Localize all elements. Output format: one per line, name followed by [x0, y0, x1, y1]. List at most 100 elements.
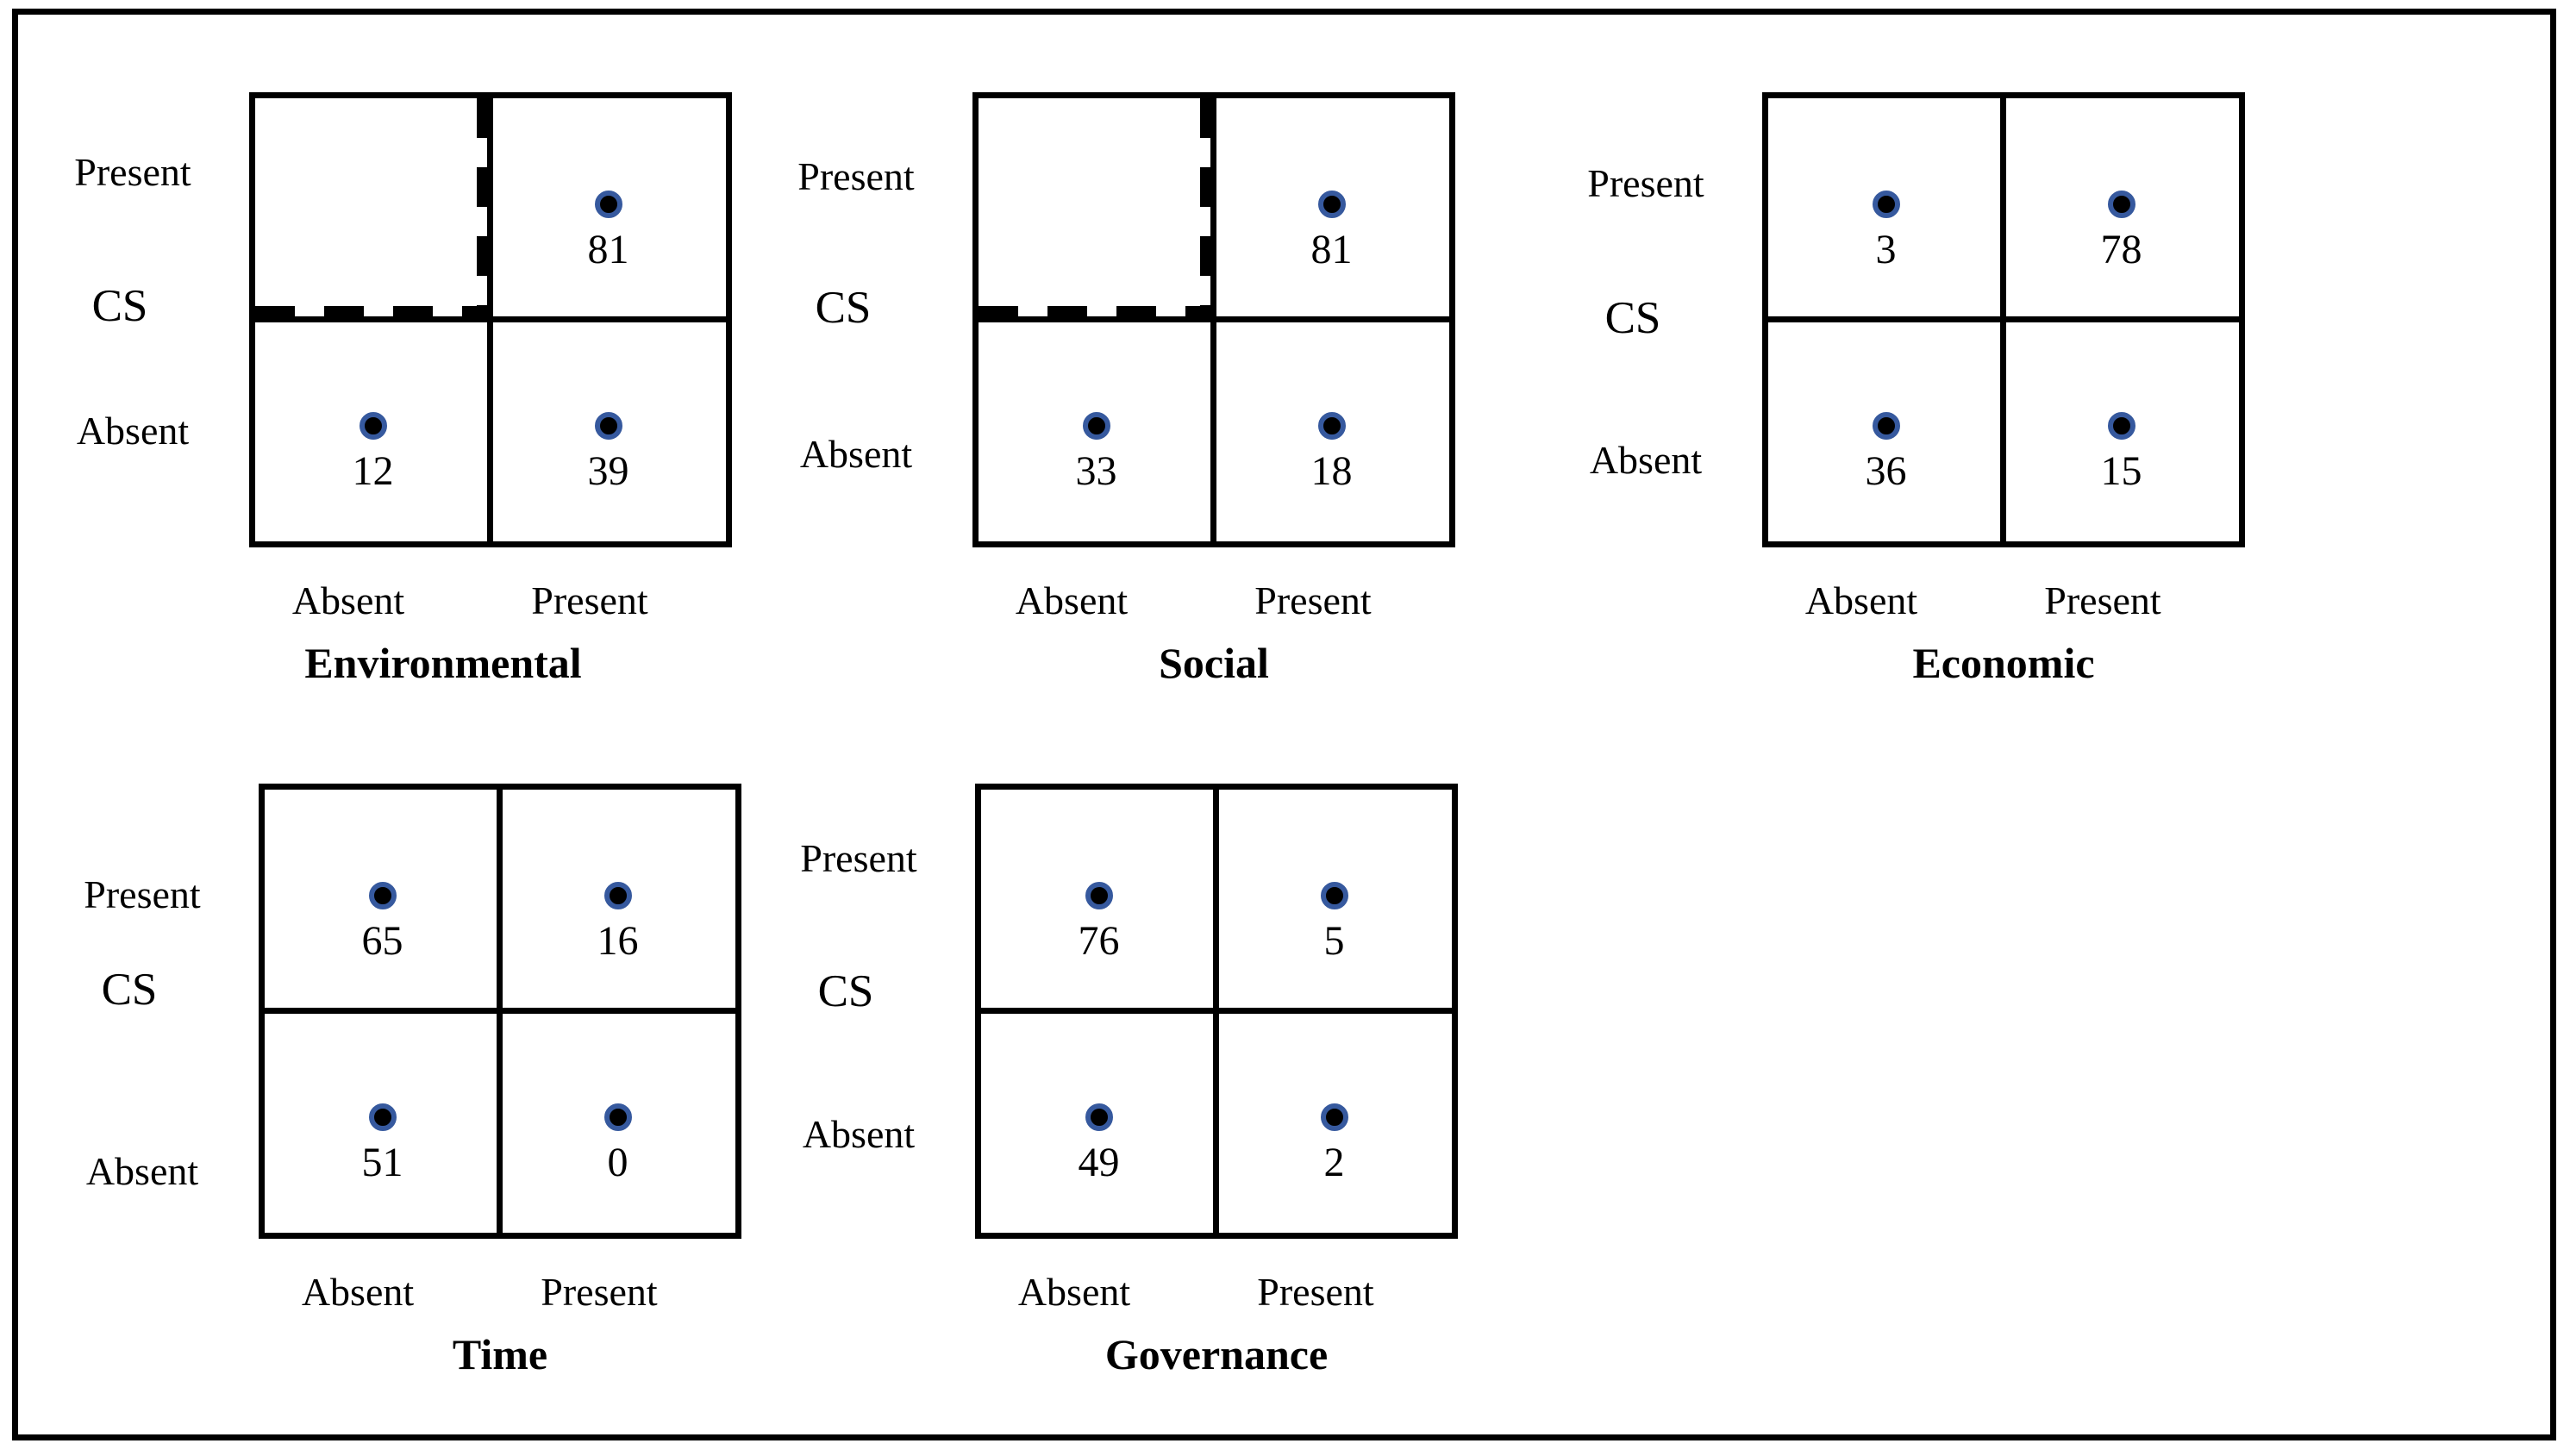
chart-governance: Present CS Absent 76 5 49: [760, 784, 1458, 1387]
quadrant-count: 65: [361, 917, 403, 964]
grid-horizontal-divider: [1768, 316, 2239, 322]
quadrant-count: 5: [1323, 917, 1345, 964]
quadrant-count: 81: [587, 226, 629, 272]
data-point-dot: [2107, 190, 2135, 218]
quadrant-count: 15: [2100, 447, 2142, 494]
grid-horizontal-divider: [265, 1008, 735, 1014]
quadrant-count: 39: [587, 447, 629, 494]
quadrant-count: 36: [1865, 447, 1907, 494]
y-tick-present: Present: [84, 872, 201, 916]
data-point-dot: [594, 411, 622, 440]
data-point-dot: [603, 881, 632, 909]
data-point-dot: [603, 1103, 632, 1131]
quadrant-top-right: 78: [2004, 98, 2239, 320]
chart-social: Present CS Absent 81 33 18: [757, 92, 1455, 696]
data-point-dot: [368, 881, 397, 909]
quadrant-bottom-left: 33: [979, 320, 1214, 541]
quadrant-count: 12: [352, 447, 394, 494]
y-axis-title: CS: [817, 966, 874, 1016]
quadrant-top-left: [255, 98, 491, 320]
quadrant-count: 18: [1310, 447, 1353, 494]
dashed-highlight-vertical: [477, 98, 487, 320]
dashed-highlight-vertical: [1200, 98, 1210, 320]
quadrant-bottom-left: 36: [1768, 320, 2004, 541]
quadrant-grid: 65 16 51 0: [259, 784, 741, 1239]
quadrant-grid: 81 12 39: [249, 92, 732, 547]
y-axis-title: CS: [101, 965, 158, 1015]
quadrant-grid: 76 5 49 2: [975, 784, 1458, 1239]
quadrant-top-right: 5: [1216, 790, 1452, 1011]
x-tick-present: Present: [1257, 1270, 1374, 1314]
x-tick-absent: Absent: [301, 1270, 415, 1314]
data-point-dot: [1085, 881, 1113, 909]
x-tick-absent: Absent: [1015, 578, 1129, 622]
quadrant-bottom-right: 18: [1214, 320, 1449, 541]
quadrant-count: 49: [1078, 1139, 1120, 1185]
data-point-dot: [1317, 411, 1346, 440]
chart-title: Time: [452, 1330, 548, 1378]
quadrant-bottom-right: 15: [2004, 320, 2239, 541]
quadrant-bottom-right: 0: [500, 1011, 735, 1233]
quadrant-top-left: 65: [265, 790, 500, 1011]
data-point-dot: [1085, 1103, 1113, 1131]
quadrant-count: 3: [1875, 226, 1897, 272]
grid-horizontal-divider: [255, 316, 726, 322]
quadrant-bottom-right: 39: [491, 320, 726, 541]
data-point-dot: [2107, 411, 2135, 440]
x-tick-present: Present: [2044, 578, 2161, 622]
y-tick-present: Present: [800, 836, 917, 880]
quadrant-top-left: [979, 98, 1214, 320]
chart-time: Present CS Absent 65 16 51: [43, 784, 741, 1387]
data-point-dot: [1872, 411, 1900, 440]
quadrant-count: 78: [2100, 226, 2142, 272]
dashed-highlight-horizontal: [979, 306, 1214, 316]
quadrant-top-left: 76: [981, 790, 1216, 1011]
quadrant-grid: 3 78 36 15: [1762, 92, 2245, 547]
x-tick-absent: Absent: [1804, 578, 1918, 622]
quadrant-top-right: 81: [1214, 98, 1449, 320]
quadrant-top-left: 3: [1768, 98, 2004, 320]
quadrant-count: 2: [1323, 1139, 1345, 1185]
quadrant-count: 81: [1310, 226, 1353, 272]
quadrant-bottom-right: 2: [1216, 1011, 1452, 1233]
quadrant-count: 0: [607, 1139, 628, 1185]
x-tick-absent: Absent: [1017, 1270, 1131, 1314]
x-tick-present: Present: [541, 1270, 658, 1314]
chart-economic: Present CS Absent 3 78 36: [1547, 92, 2245, 696]
y-axis-title: CS: [815, 283, 872, 333]
quadrant-bottom-left: 12: [255, 320, 491, 541]
quadrant-bottom-left: 49: [981, 1011, 1216, 1233]
data-point-dot: [368, 1103, 397, 1131]
x-tick-present: Present: [1254, 578, 1372, 622]
y-tick-present: Present: [74, 150, 191, 194]
quadrant-count: 33: [1075, 447, 1117, 494]
grid-horizontal-divider: [981, 1008, 1452, 1014]
data-point-dot: [1320, 881, 1348, 909]
data-point-dot: [359, 411, 387, 440]
data-point-dot: [594, 190, 622, 218]
x-tick-absent: Absent: [291, 578, 405, 622]
quadrant-grid: 81 33 18: [972, 92, 1455, 547]
y-tick-absent: Absent: [802, 1112, 916, 1156]
y-axis-title: CS: [1604, 293, 1661, 343]
chart-title: Economic: [1912, 639, 2095, 687]
data-point-dot: [1320, 1103, 1348, 1131]
dashed-highlight-horizontal: [255, 306, 491, 316]
y-tick-absent: Absent: [799, 432, 913, 476]
x-tick-present: Present: [531, 578, 648, 622]
grid-horizontal-divider: [979, 316, 1449, 322]
quadrant-bottom-left: 51: [265, 1011, 500, 1233]
quadrant-count: 51: [361, 1139, 403, 1185]
y-tick-present: Present: [1587, 161, 1704, 205]
y-axis-title: CS: [91, 281, 148, 331]
data-point-dot: [1872, 190, 1900, 218]
chart-title: Environmental: [304, 639, 582, 687]
y-tick-present: Present: [797, 154, 915, 198]
data-point-dot: [1317, 190, 1346, 218]
chart-title: Governance: [1104, 1330, 1329, 1378]
y-tick-absent: Absent: [85, 1149, 199, 1193]
chart-title: Social: [1159, 639, 1269, 687]
quadrant-top-right: 81: [491, 98, 726, 320]
y-tick-absent: Absent: [76, 409, 190, 453]
